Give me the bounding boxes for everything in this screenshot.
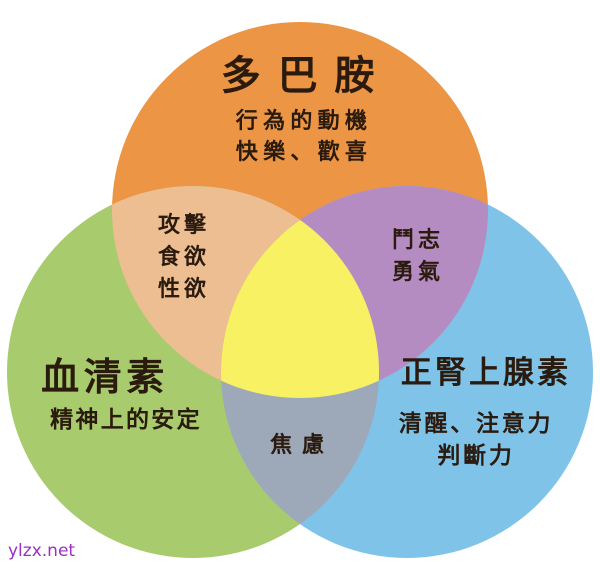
dopamine-description-line2: 快樂、歡喜 bbox=[235, 138, 373, 165]
overlap-serotonin-norepinephrine-label: 焦慮 bbox=[270, 432, 334, 458]
overlap-dopamine-serotonin-label: 攻擊 食欲 性欲 bbox=[158, 210, 210, 306]
dopamine-description: 行為的動機 快樂、歡喜 bbox=[236, 106, 372, 168]
norepinephrine-title: 正腎上腺素 bbox=[400, 355, 572, 391]
norepinephrine-description-line1: 清醒、注意力 bbox=[398, 410, 554, 437]
norepinephrine-description-line2: 判斷力 bbox=[437, 442, 515, 470]
overlap-ds-line3: 性欲 bbox=[158, 275, 210, 302]
serotonin-title: 血清素 bbox=[41, 354, 169, 399]
serotonin-description: 精神上的安定 bbox=[50, 406, 202, 433]
overlap-ds-line1: 攻擊 bbox=[158, 212, 210, 238]
dopamine-description-line1: 行為的動機 bbox=[235, 108, 373, 134]
overlap-dn-line2: 勇氣 bbox=[392, 258, 444, 285]
watermark: ylzx.net bbox=[8, 541, 76, 561]
norepinephrine-description: 清醒、注意力 判斷力 bbox=[399, 408, 554, 472]
overlap-dopamine-norepinephrine-label: 鬥志 勇氣 bbox=[392, 225, 444, 289]
overlap-center-region bbox=[221, 186, 379, 398]
dopamine-title: 多巴胺 bbox=[220, 52, 392, 99]
overlap-ds-line2: 食欲 bbox=[158, 243, 210, 270]
overlap-dn-line1: 鬥志 bbox=[392, 227, 444, 253]
